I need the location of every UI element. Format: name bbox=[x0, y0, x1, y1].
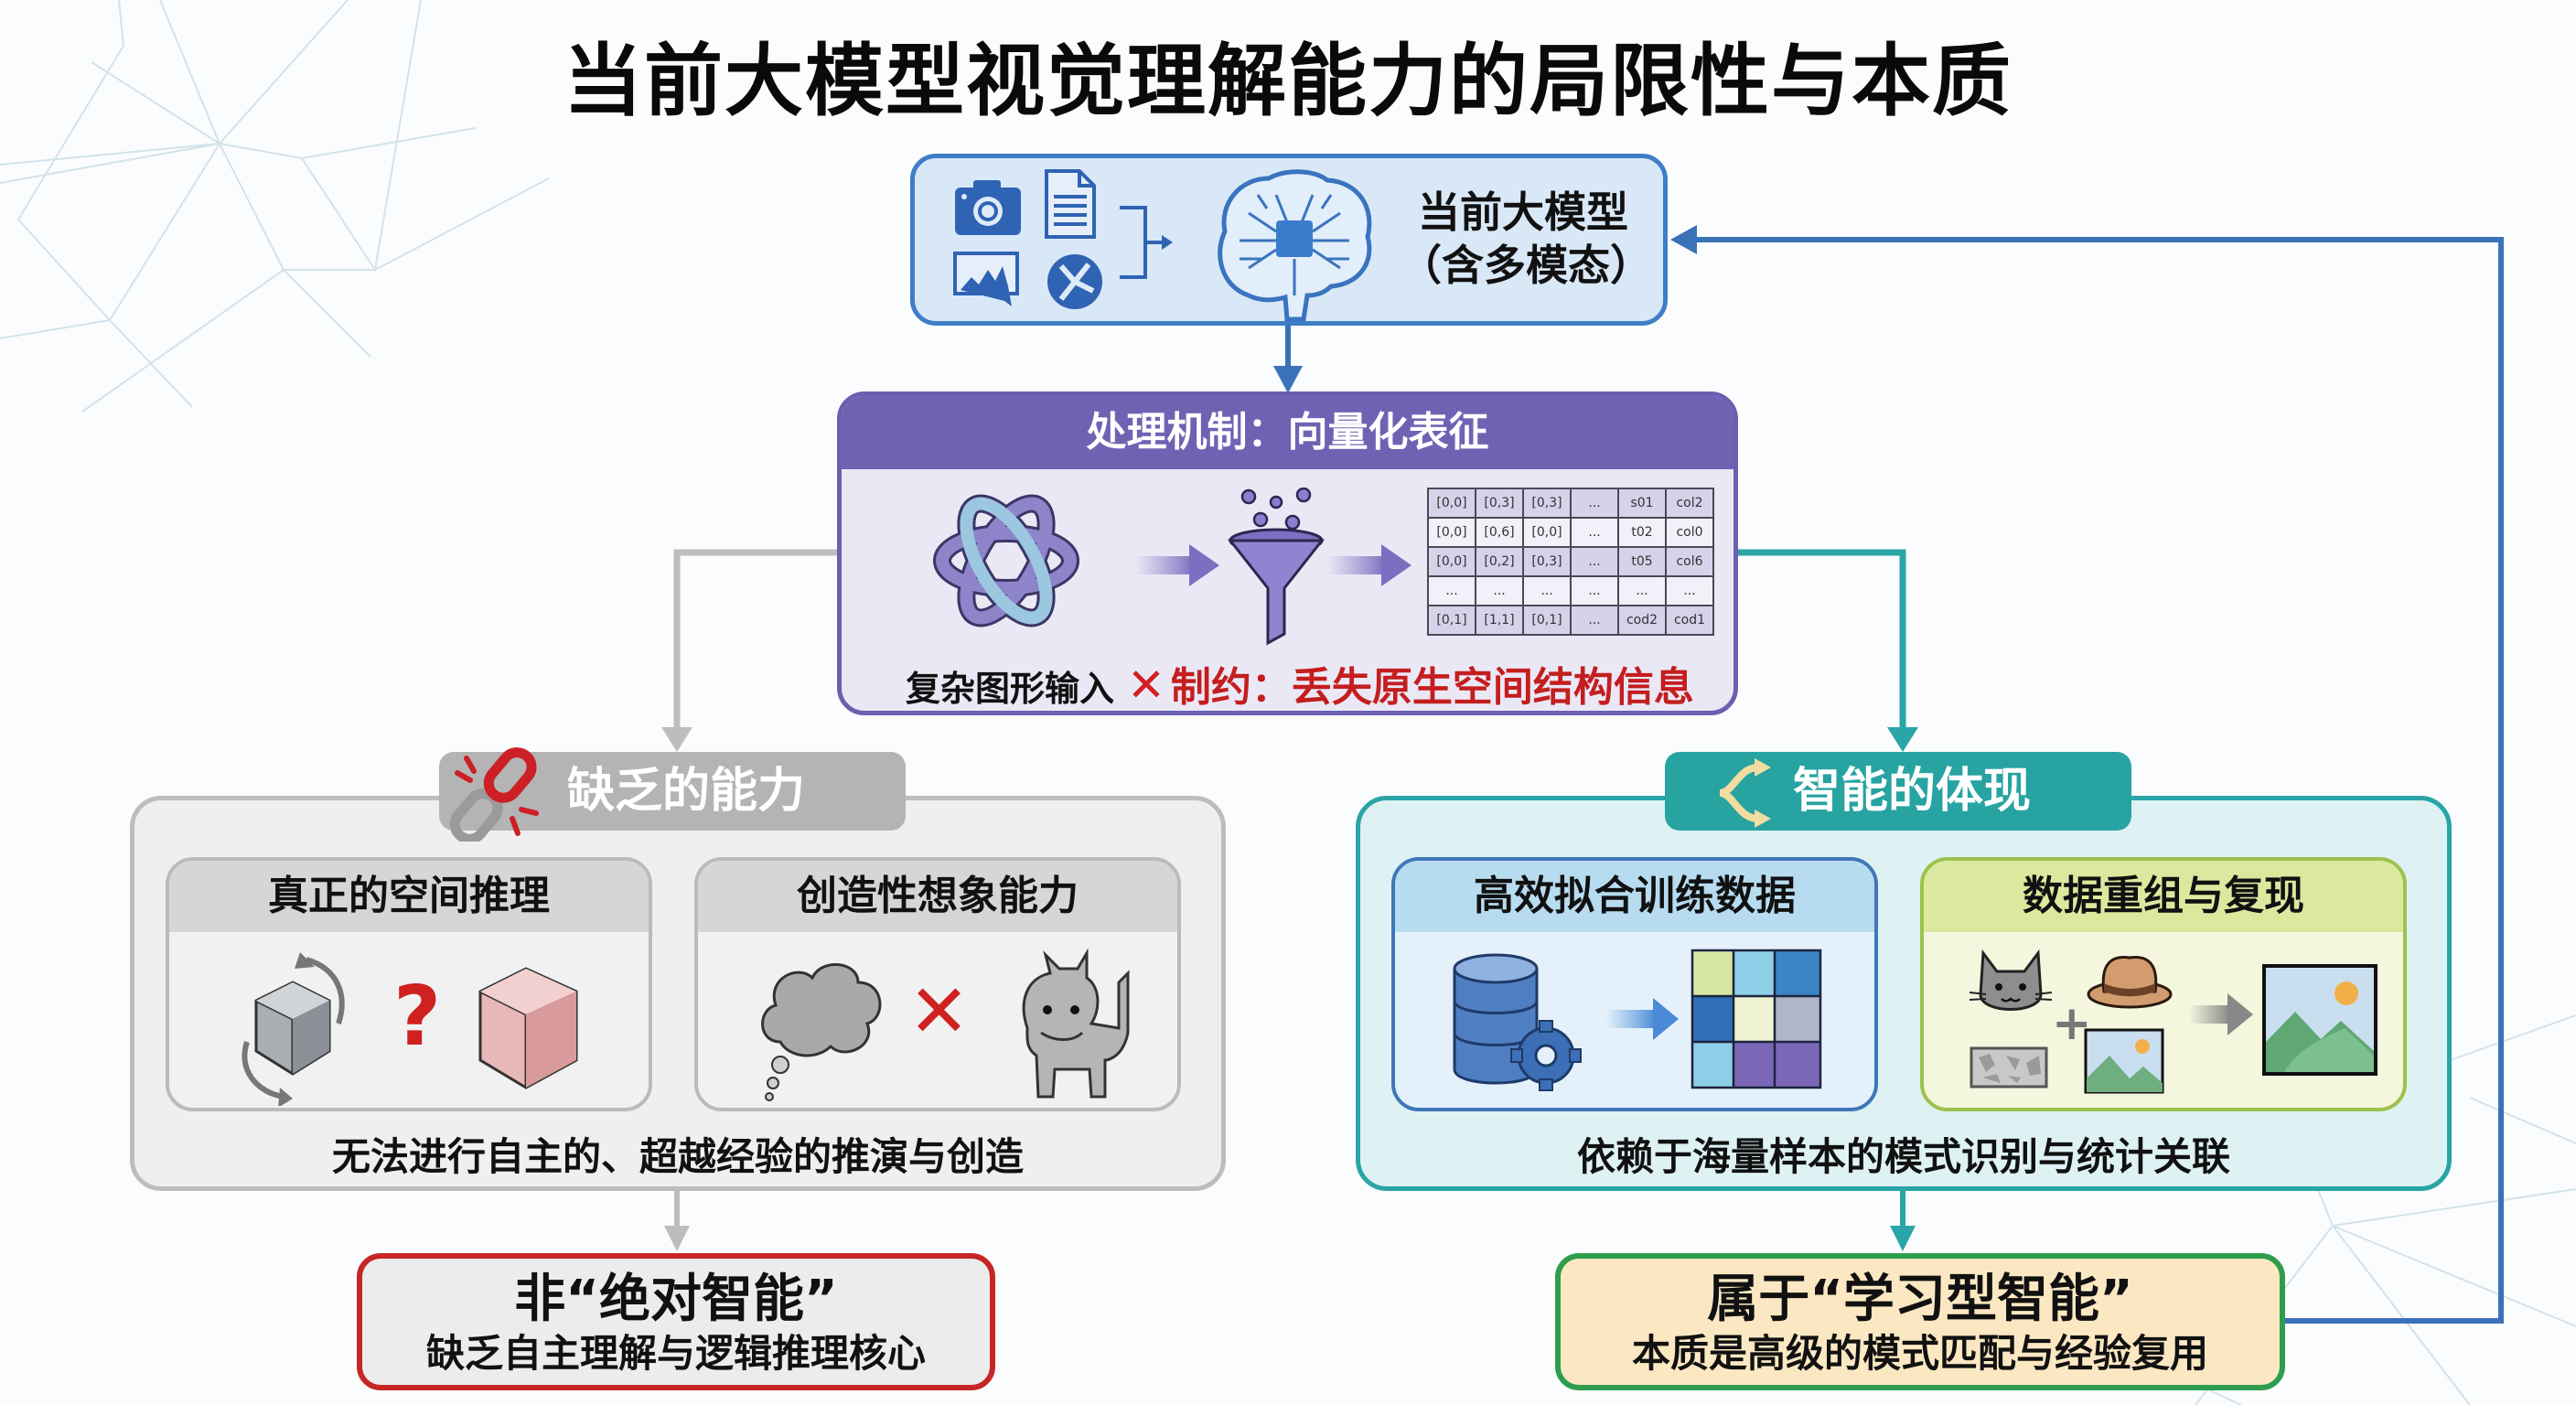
matrix-cell: [0,0] bbox=[1427, 488, 1476, 519]
matrix-cell: ... bbox=[1570, 546, 1619, 577]
intelligence-panel: 高效拟合训练数据 bbox=[1356, 796, 2452, 1191]
matrix-cell: [0,3] bbox=[1522, 488, 1572, 519]
puzzle-icon bbox=[1690, 949, 1822, 1089]
matrix-cell: [0,0] bbox=[1522, 517, 1572, 548]
texture-icon bbox=[1970, 1046, 2048, 1089]
matrix-cell: ... bbox=[1570, 575, 1619, 606]
matrix-row: .................. bbox=[1427, 575, 1714, 606]
intelligence-footer: 依赖于海量样本的模式识别与统计关联 bbox=[1576, 1134, 2230, 1179]
card-title: 创造性想象能力 bbox=[698, 861, 1177, 932]
card-title: 数据重组与复现 bbox=[1924, 861, 2403, 932]
lacking-abilities-tab: 缺乏的能力 bbox=[439, 752, 906, 831]
matrix-cell: cod2 bbox=[1617, 605, 1667, 636]
broken-link-icon bbox=[449, 747, 539, 842]
input-label: 复杂图形输入 bbox=[906, 669, 1115, 709]
matrix-cell: cod1 bbox=[1665, 605, 1714, 636]
conclusion-learning-intelligence: 属于“学习型智能” 本质是高级的模式匹配与经验复用 bbox=[1555, 1253, 2285, 1390]
conclusion-not-absolute-intelligence: 非“绝对智能” 缺乏自主理解与逻辑推理核心 bbox=[357, 1253, 995, 1390]
model-box: 当前大模型 （含多模态） bbox=[910, 154, 1668, 326]
matrix-cell: ... bbox=[1570, 605, 1619, 636]
merge-bracket-icon bbox=[1120, 206, 1173, 279]
card-fit-training-data: 高效拟合训练数据 bbox=[1391, 857, 1878, 1111]
database-gear-icon bbox=[1453, 953, 1582, 1091]
matrix-cell: [0,0] bbox=[1427, 546, 1476, 577]
matrix-cell: ... bbox=[1570, 488, 1619, 519]
matrix-cell: ... bbox=[1522, 575, 1572, 606]
matrix-cell: t02 bbox=[1617, 517, 1667, 548]
image-chart-icon bbox=[953, 252, 1019, 306]
merge-arrows-icon bbox=[1675, 758, 1771, 828]
hat-icon bbox=[2087, 955, 2173, 1009]
matrix-cell: [0,1] bbox=[1522, 605, 1572, 636]
matrix-cell: col2 bbox=[1665, 488, 1714, 519]
matrix-cell: col0 bbox=[1665, 517, 1714, 548]
processing-header: 处理机制：向量化表征 bbox=[842, 396, 1733, 469]
matrix-cell: ... bbox=[1665, 575, 1714, 606]
matrix-cell: [0,2] bbox=[1475, 546, 1524, 577]
matrix-cell: [0,3] bbox=[1522, 546, 1572, 577]
constraint-text: 制约：丢失原生空间结构信息 bbox=[1170, 664, 1694, 711]
card-data-recombination: 数据重组与复现 + bbox=[1920, 857, 2407, 1111]
arrow-lacking-to-conclusion bbox=[664, 1191, 690, 1251]
arrow-processing-to-intelligence bbox=[1738, 549, 1918, 752]
conclusion-left-line2: 缺乏自主理解与逻辑推理核心 bbox=[425, 1331, 926, 1376]
funnel-icon bbox=[1227, 488, 1326, 646]
question-mark: ? bbox=[393, 969, 442, 1065]
landscape-result-icon bbox=[2262, 964, 2377, 1076]
cat-icon bbox=[1970, 949, 2052, 1011]
camera-icon bbox=[955, 180, 1021, 235]
thought-cloud-icon bbox=[761, 963, 882, 1101]
matrix-cell: ... bbox=[1617, 575, 1667, 606]
matrix-cell: ... bbox=[1475, 575, 1524, 606]
matrix-cell: [0,3] bbox=[1475, 488, 1524, 519]
processing-caption: 复杂图形输入 ✕制约：丢失原生空间结构信息 bbox=[906, 654, 1694, 712]
page-title: 当前大模型视觉理解能力的局限性与本质 bbox=[564, 36, 2012, 127]
arrow-right-icon bbox=[1134, 544, 1219, 586]
matrix-cell: s01 bbox=[1617, 488, 1667, 519]
conclusion-right-line1: 属于“学习型智能” bbox=[1707, 1270, 2133, 1329]
model-title-line1: 当前大模型 bbox=[1418, 188, 1628, 237]
network-icon bbox=[1047, 254, 1102, 309]
arrow-processing-to-lacking bbox=[661, 549, 837, 752]
card-title: 高效拟合训练数据 bbox=[1395, 861, 1874, 932]
matrix-cell: [0,6] bbox=[1475, 517, 1524, 548]
target-cube-icon bbox=[478, 967, 578, 1089]
card-creative-imagination: 创造性想象能力 ✕ bbox=[694, 857, 1181, 1111]
matrix-cell: [1,1] bbox=[1475, 605, 1524, 636]
arrow-intelligence-to-conclusion bbox=[1890, 1191, 1916, 1251]
arrow-right-blue-icon bbox=[1605, 998, 1679, 1040]
matrix-cell: [0,0] bbox=[1427, 517, 1476, 548]
conclusion-left-line1: 非“绝对智能” bbox=[514, 1270, 838, 1329]
conclusion-right-line2: 本质是高级的模式匹配与经验复用 bbox=[1631, 1331, 2208, 1376]
matrix-cell: col6 bbox=[1665, 546, 1714, 577]
model-title: 当前大模型 （含多模态） bbox=[1400, 186, 1652, 292]
cross-icon: ✕ bbox=[1127, 659, 1165, 712]
arrow-right-icon-2 bbox=[1326, 544, 1411, 586]
donkey-icon bbox=[1022, 948, 1130, 1099]
lacking-footer: 无法进行自主的、超越经验的推演与创造 bbox=[331, 1134, 1024, 1179]
matrix-cell: [0,1] bbox=[1427, 605, 1476, 636]
complex-knot-icon bbox=[933, 494, 1079, 627]
matrix-cell: ... bbox=[1427, 575, 1476, 606]
matrix-cell: ... bbox=[1570, 517, 1619, 548]
cross-mark: ✕ bbox=[908, 969, 971, 1054]
brain-circuit-icon bbox=[1218, 169, 1372, 322]
rotating-cube-icon bbox=[242, 952, 345, 1106]
matrix-cell: t05 bbox=[1617, 546, 1667, 577]
lacking-abilities-panel: 真正的空间推理 ? 创造性想象能力 bbox=[130, 796, 1226, 1191]
landscape-small-icon bbox=[2084, 1028, 2164, 1094]
model-title-line2: （含多模态） bbox=[1400, 241, 1652, 290]
card-title: 真正的空间推理 bbox=[169, 861, 649, 932]
card-spatial-reasoning: 真正的空间推理 ? bbox=[166, 857, 652, 1111]
arrow-model-to-processing bbox=[1273, 326, 1303, 393]
arrow-right-gray-icon bbox=[2189, 993, 2253, 1035]
processing-box: 处理机制：向量化表征 bbox=[837, 391, 1738, 715]
document-icon bbox=[1045, 169, 1096, 239]
